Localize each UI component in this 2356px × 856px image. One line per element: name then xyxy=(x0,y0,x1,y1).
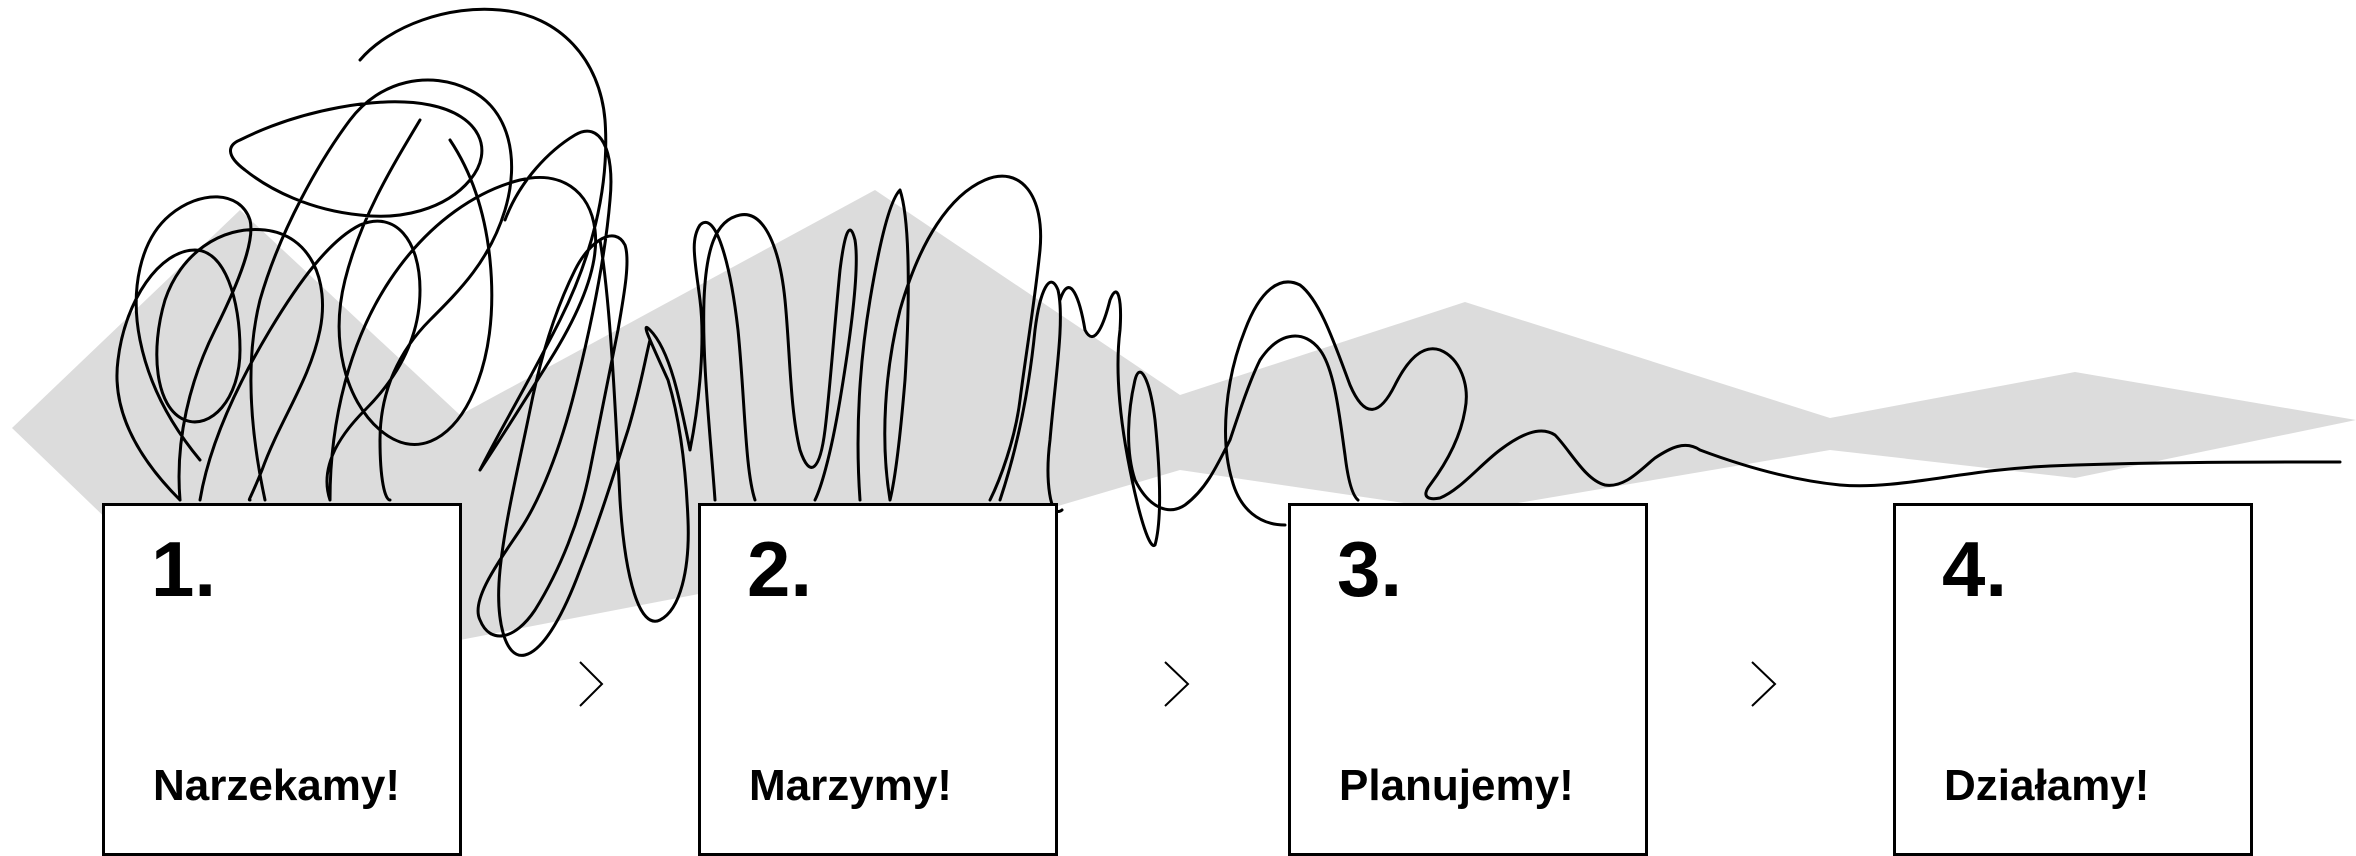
step-box-1: 1. Narzekamy! xyxy=(102,503,462,856)
step-number: 4. xyxy=(1942,525,2008,613)
step-label: Planujemy! xyxy=(1339,761,1574,810)
scribble-line xyxy=(115,7,2342,657)
step-box-4: 4. Działamy! xyxy=(1893,503,2253,856)
chevron-right-icon xyxy=(579,661,604,707)
step-number: 2. xyxy=(747,525,813,613)
step-box-3: 3. Planujemy! xyxy=(1288,503,1648,856)
step-number: 3. xyxy=(1337,525,1403,613)
background-band xyxy=(12,190,2356,705)
chevron-right-icon xyxy=(1164,661,1190,707)
step-box-2: 2. Marzymy! xyxy=(698,503,1058,856)
step-label: Działamy! xyxy=(1944,761,2150,810)
step-label: Narzekamy! xyxy=(153,761,401,810)
step-number: 1. xyxy=(151,525,217,613)
step-label: Marzymy! xyxy=(749,761,952,810)
chevron-right-icon xyxy=(1751,661,1777,707)
